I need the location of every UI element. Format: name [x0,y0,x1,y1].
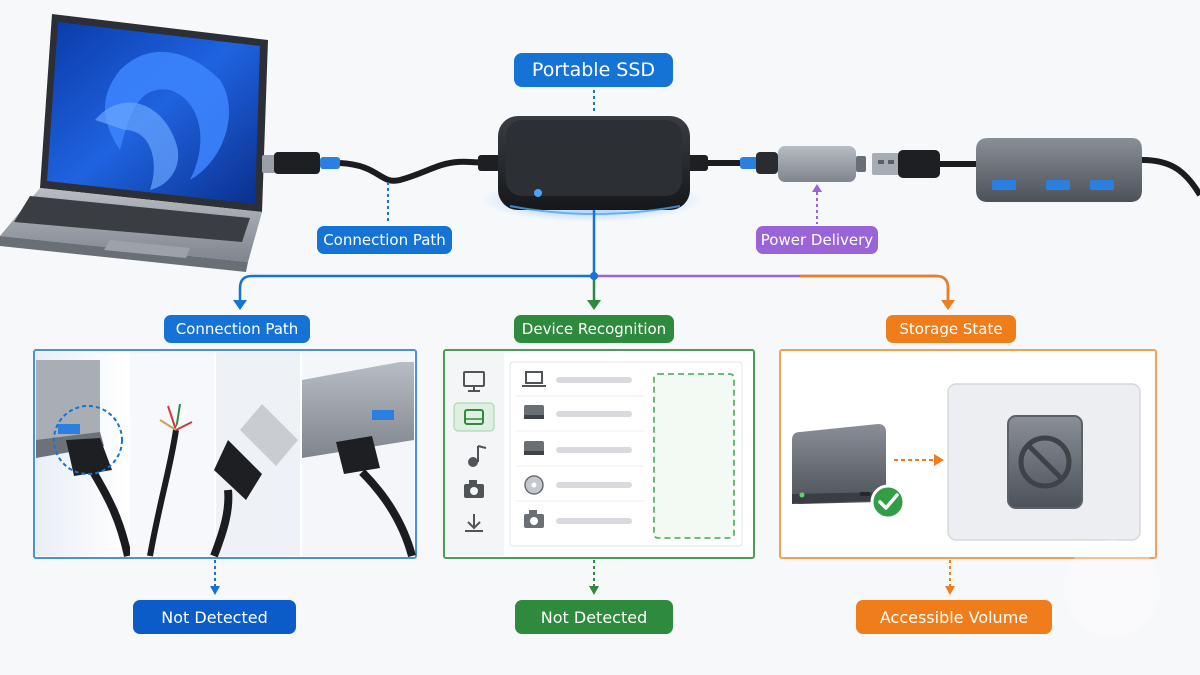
watermark-icon [1064,540,1160,636]
camera-icon [464,480,484,498]
connection-path-result: Not Detected [133,600,296,634]
storage-state-result: Accessible Volume [856,600,1052,634]
usb-hub-device [976,138,1200,202]
laptop-illustration [0,14,268,272]
drive-icon [464,409,484,425]
connection-path-heading: Connection Path [164,315,310,343]
laptop-icon [522,371,546,387]
music-icon [468,445,487,467]
external-drive-illustration [792,424,886,504]
device-recognition-panel [443,349,755,559]
device-recognition-result: Not Detected [515,600,673,634]
no-access-icon [1007,415,1083,509]
branch-connectors [233,210,955,310]
usb-a-plug [872,150,978,178]
portable-ssd-device [478,116,708,222]
storage-state-heading: Storage State [886,315,1016,343]
storage-state-panel [779,349,1157,559]
disk-icon [524,441,544,455]
title-label: Portable SSD [514,53,673,87]
disk-icon [524,405,544,419]
power-delivery-label: Power Delivery [756,226,878,254]
camera-icon [524,510,544,528]
usb-cable-right [708,146,866,182]
monitor-icon [463,371,485,392]
cd-icon [524,475,544,495]
usb-cable-left [262,152,491,184]
check-icon [870,484,906,520]
connection-path-panel [33,349,417,559]
missing-device-slot [653,373,735,539]
device-recognition-heading: Device Recognition [514,315,674,343]
connection-path-label: Connection Path [317,226,452,254]
download-icon [465,514,483,532]
